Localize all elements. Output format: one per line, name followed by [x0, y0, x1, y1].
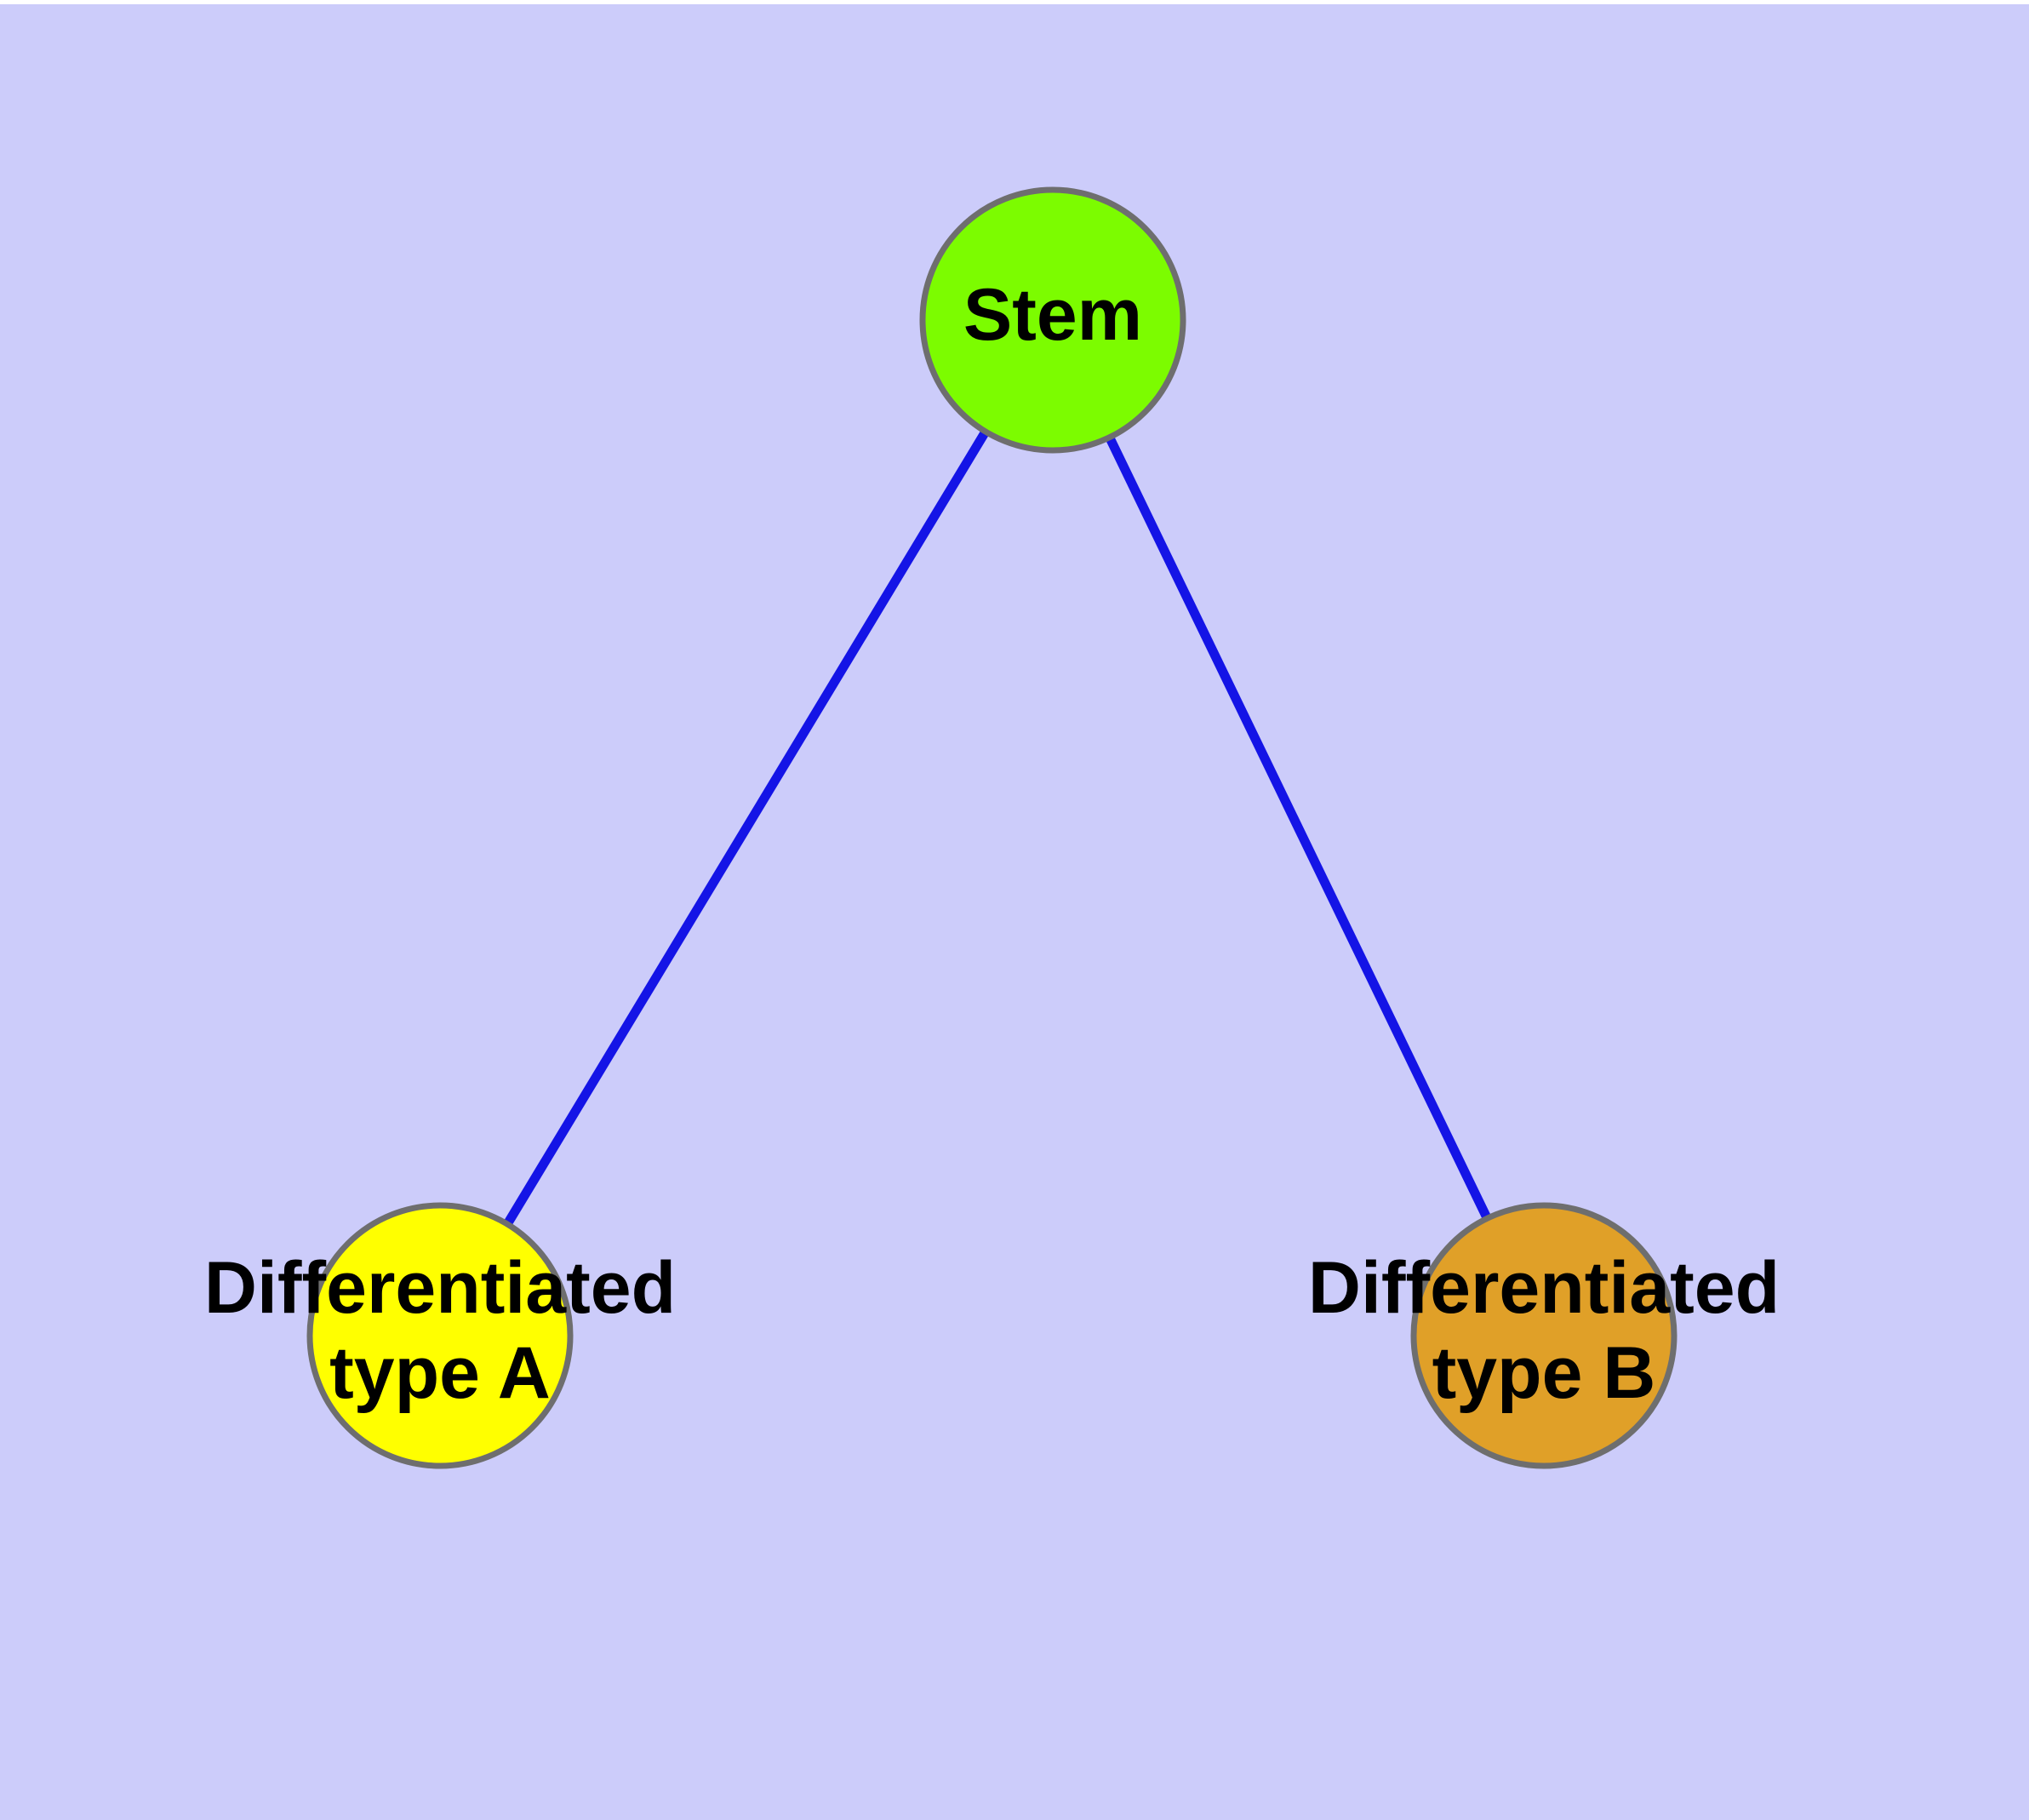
graph-edge-stem-diff_b — [1049, 318, 1548, 1338]
graph-node-diff_b[interactable] — [1410, 1202, 1677, 1469]
node-label-line: type A — [329, 1332, 551, 1414]
node-label-line: Stem — [963, 274, 1142, 356]
node-label-line: Differentiated — [204, 1247, 676, 1329]
graph-node-diff_a[interactable] — [306, 1202, 574, 1469]
node-label-stem: Stem — [963, 274, 1142, 356]
graph-node-stem[interactable] — [919, 186, 1186, 454]
edges-group — [436, 318, 1548, 1338]
node-label-line: Differentiated — [1308, 1247, 1780, 1329]
graph-edge-stem-diff_a — [436, 318, 1057, 1338]
nodes-group — [306, 186, 1677, 1469]
node-label-line: type B — [1432, 1332, 1656, 1414]
